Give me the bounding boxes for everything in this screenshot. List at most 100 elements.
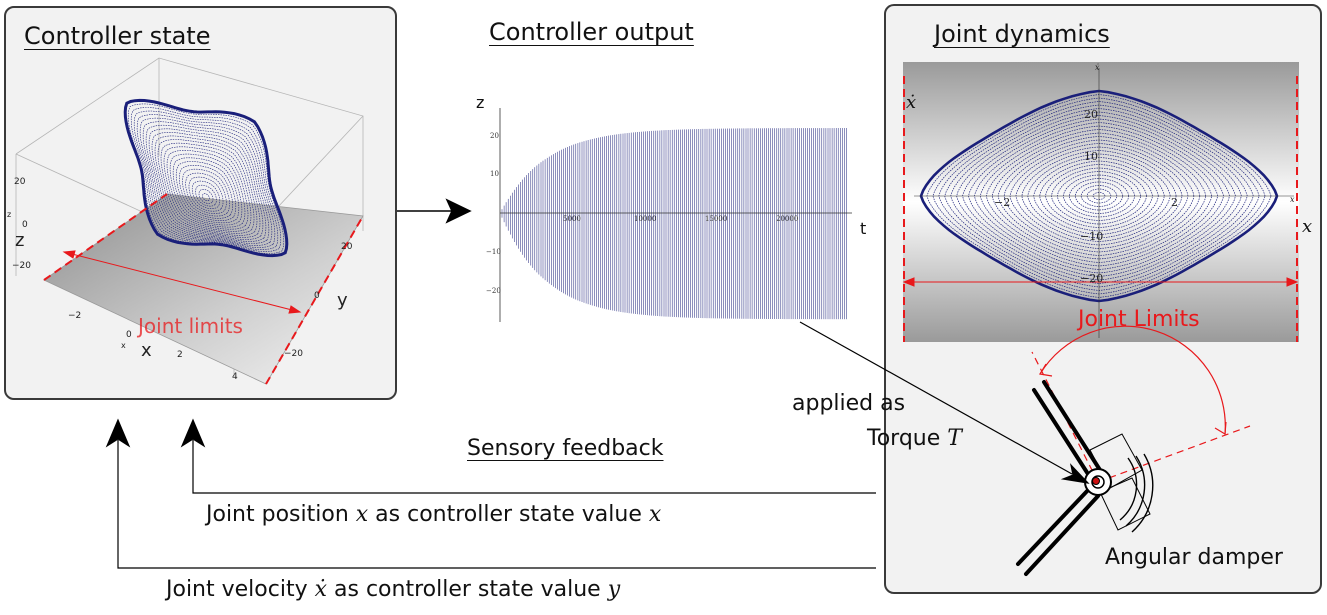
- v-axis-label: ẋ: [906, 92, 916, 113]
- x-tick-label: 4: [232, 372, 238, 382]
- x-tick-label: −2: [994, 196, 1010, 209]
- torque-variable: T: [947, 426, 962, 451]
- y-tick-label: 0: [314, 291, 320, 301]
- velocity-text-2: as controller state value: [327, 577, 608, 602]
- surface-contour: [178, 165, 234, 219]
- surface-contour: [148, 128, 264, 240]
- oscillation-lines: [501, 128, 847, 320]
- joint-center-dot: [1092, 477, 1100, 485]
- x-tick-label: 15000: [705, 215, 727, 223]
- angular-damper-label: Angular damper: [1105, 545, 1283, 570]
- z-axis-label: z: [476, 93, 484, 112]
- z-tick-label: 0: [22, 220, 28, 230]
- x-tick-label: 2: [1171, 196, 1178, 209]
- joint-position-feedback-label: Joint position x as controller state val…: [206, 502, 661, 527]
- x-tick-label: 5000: [563, 215, 581, 223]
- surface-contour: [145, 124, 267, 242]
- position-text-1: Joint position: [206, 502, 356, 527]
- surface-contour: [123, 98, 289, 258]
- phase-orbit: [1080, 185, 1118, 207]
- y-tick-label: 10: [490, 170, 499, 178]
- joint-limits-label: Joint Limits: [1076, 307, 1200, 332]
- surface-contour: [127, 103, 285, 254]
- y-axis-label: y: [337, 290, 348, 311]
- surface-contour: [154, 135, 258, 236]
- output-arrow: [397, 198, 472, 224]
- y-tick-label: 20: [490, 132, 499, 140]
- joint-dynamics-title: Joint dynamics: [934, 20, 1110, 48]
- surface-contour: [172, 157, 240, 224]
- phase-orbit: [1074, 181, 1124, 211]
- t-axis-label: t: [860, 219, 866, 238]
- surface-contour: [130, 107, 282, 252]
- joint-velocity-feedback-label: Joint velocity ẋ as controller state val…: [166, 577, 620, 602]
- z-tick-label: 20: [14, 177, 26, 187]
- x-tick-label: −2: [68, 311, 81, 321]
- torque-prefix: Torque: [867, 426, 948, 451]
- v-tick-label: −20: [1080, 272, 1103, 285]
- controller-surface: [123, 98, 289, 258]
- x-tick-label: 10000: [634, 215, 656, 223]
- feedback-position-arrow: [180, 418, 876, 494]
- phase-orbit: [991, 132, 1207, 260]
- surface-contour: [136, 114, 276, 248]
- surface-contour: [202, 193, 210, 202]
- feedback-velocity-arrow: [105, 418, 876, 569]
- z-axis-label: z: [15, 230, 24, 251]
- surface-contour: [157, 139, 255, 234]
- lower-link: [1016, 486, 1100, 576]
- sensory-feedback-label: Sensory feedback: [467, 436, 664, 461]
- v-axis-small-label: ẋ: [1095, 63, 1100, 72]
- position-text-2: as controller state value: [368, 502, 649, 527]
- x-axis-small-label: x: [121, 341, 126, 350]
- surface-contour: [182, 168, 230, 217]
- y-tick-label: −10: [486, 248, 501, 256]
- y-tick-label: −20: [486, 287, 501, 295]
- rotation-range-arrowheads: [1039, 363, 1227, 436]
- velocity-var-1: ẋ: [314, 577, 328, 602]
- joint-limits-label: Joint limits: [136, 314, 243, 338]
- position-var-2: x: [648, 502, 662, 527]
- surface-contour: [191, 180, 221, 209]
- surface-contour: [175, 161, 237, 221]
- x-axis-label: x: [141, 340, 152, 361]
- z-tick-label: −20: [12, 261, 31, 271]
- angular-damper-drawing: [1016, 325, 1251, 576]
- x-axis-small-label: x: [1290, 195, 1295, 204]
- v-tick-label: −10: [1080, 230, 1103, 243]
- joint-limit-range-arrow: [902, 277, 1299, 287]
- joint-limit-range-arrow: [62, 250, 302, 314]
- rotation-range-arc: [1039, 325, 1226, 435]
- x-tick-label: 2: [177, 350, 183, 360]
- controller-output-title: Controller output: [489, 18, 694, 46]
- surface-contour: [188, 176, 224, 212]
- controller-output-plot: 20 10 −10 −20 5000 10000 15000 20000 z t: [476, 93, 866, 322]
- torque-arrow: [799, 321, 1090, 484]
- z-axis-small-label: z: [7, 210, 11, 219]
- floor-plane: [43, 193, 364, 385]
- controller-state-title: Controller state: [24, 22, 211, 50]
- surface-contour: [169, 153, 243, 226]
- output-oscillation: [501, 128, 847, 320]
- x-tick-label: 20000: [776, 215, 798, 223]
- limit-ray-lower: [1097, 425, 1251, 483]
- velocity-text-1: Joint velocity: [166, 577, 315, 602]
- position-var-1: x: [355, 502, 369, 527]
- torque-label: Torque T: [867, 426, 962, 451]
- controller-state-plot: 20 0 −20 z z −2 0 2 4 x x 20 0 −20 y Joi…: [7, 57, 364, 385]
- v-tick-label: 10: [1084, 150, 1098, 163]
- upper-link: [1032, 380, 1102, 476]
- phase-orbit: [1003, 139, 1195, 253]
- surface-contour: [133, 110, 279, 250]
- x-tick-label: 0: [126, 330, 132, 340]
- y-tick-label: 20: [341, 242, 353, 252]
- phase-orbit: [979, 125, 1219, 267]
- surface-contour: [142, 121, 270, 244]
- phase-orbit: [932, 97, 1266, 295]
- x-axis-label: x: [1302, 216, 1312, 237]
- y-tick-label: −20: [284, 349, 303, 359]
- phase-orbit: [1068, 178, 1130, 214]
- surface-contour: [195, 184, 217, 207]
- velocity-var-2: y: [607, 577, 621, 602]
